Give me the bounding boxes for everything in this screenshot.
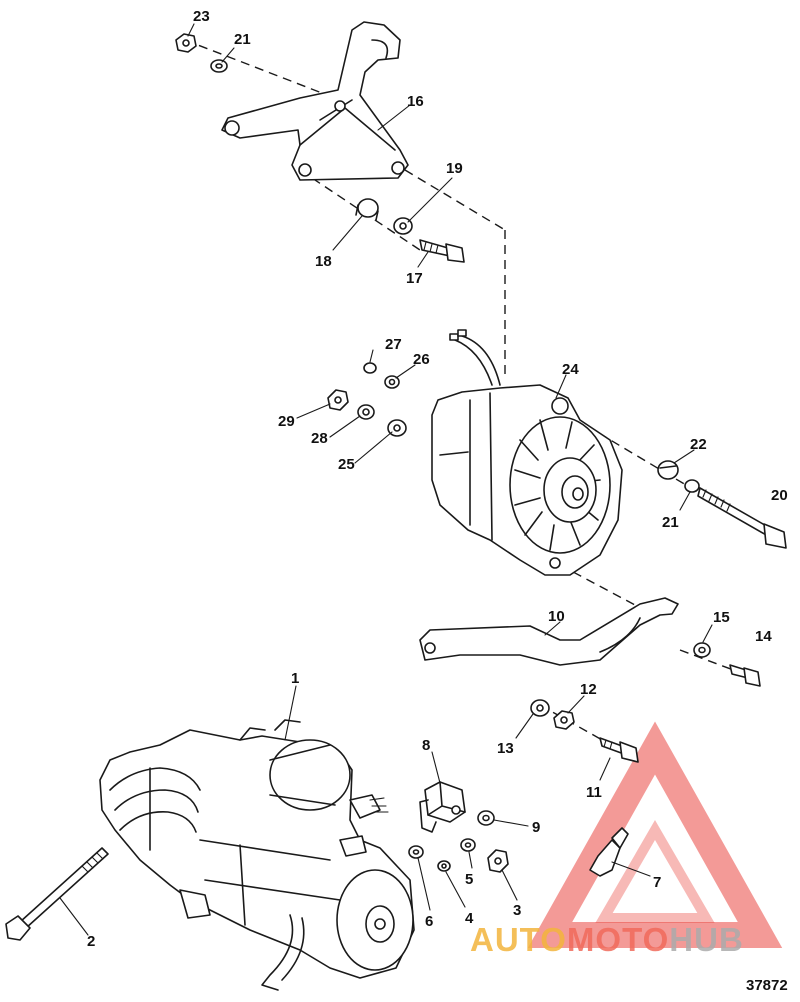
lower-bracket [419,597,679,666]
callout-labels: 1 2 3 4 5 6 7 8 9 10 11 12 13 14 15 16 1… [87,8,788,950]
leader-lines [59,23,713,936]
callout-28: 28 [311,430,328,447]
long-bolt [5,847,109,941]
watermark-logo [527,721,783,948]
figure-number: 37872 [746,977,788,994]
callout-7: 7 [653,874,661,891]
svg-text:AUTOMOTOHUB: AUTOMOTOHUB [470,921,744,958]
terminal-boot [589,827,629,877]
callout-14: 14 [755,628,772,645]
watermark-text: AUTOMOTOHUB [470,921,744,958]
starter-motor [99,719,415,991]
callout-13: 13 [497,740,514,757]
callout-3: 3 [513,902,521,919]
callout-2: 2 [87,933,95,950]
hardware-left [327,362,407,437]
hardware-right [657,460,787,549]
hardware-top [175,33,465,263]
callout-12: 12 [580,681,597,698]
callout-10: 10 [548,608,565,625]
callout-27: 27 [385,336,402,353]
hardware-lower-right [530,642,761,763]
callout-21-right: 21 [662,514,679,531]
callout-29: 29 [278,413,295,430]
callout-20: 20 [771,487,788,504]
callout-6: 6 [425,913,433,930]
callout-18: 18 [315,253,332,270]
callout-19: 19 [446,160,463,177]
callout-21-top: 21 [234,31,251,48]
upper-bracket [221,21,409,181]
terminal-block [419,781,466,833]
callout-15: 15 [713,609,730,626]
watermark-suffix: HUB [669,921,744,958]
callout-11: 11 [586,784,602,801]
callout-25: 25 [338,456,355,473]
callout-9: 9 [532,819,540,836]
callout-22: 22 [690,436,707,453]
callout-24: 24 [562,361,579,378]
hardware-lower-small [408,810,509,873]
callout-16: 16 [407,93,424,110]
callout-8: 8 [422,737,430,754]
watermark-prefix: AUTO [470,921,567,958]
callout-4: 4 [465,910,474,927]
callout-17: 17 [406,270,423,287]
callout-23: 23 [193,8,210,25]
callout-26: 26 [413,351,430,368]
watermark-middle: MOTO [567,921,669,958]
callout-5: 5 [465,871,473,888]
callout-1: 1 [291,670,299,687]
alternator [431,329,623,576]
